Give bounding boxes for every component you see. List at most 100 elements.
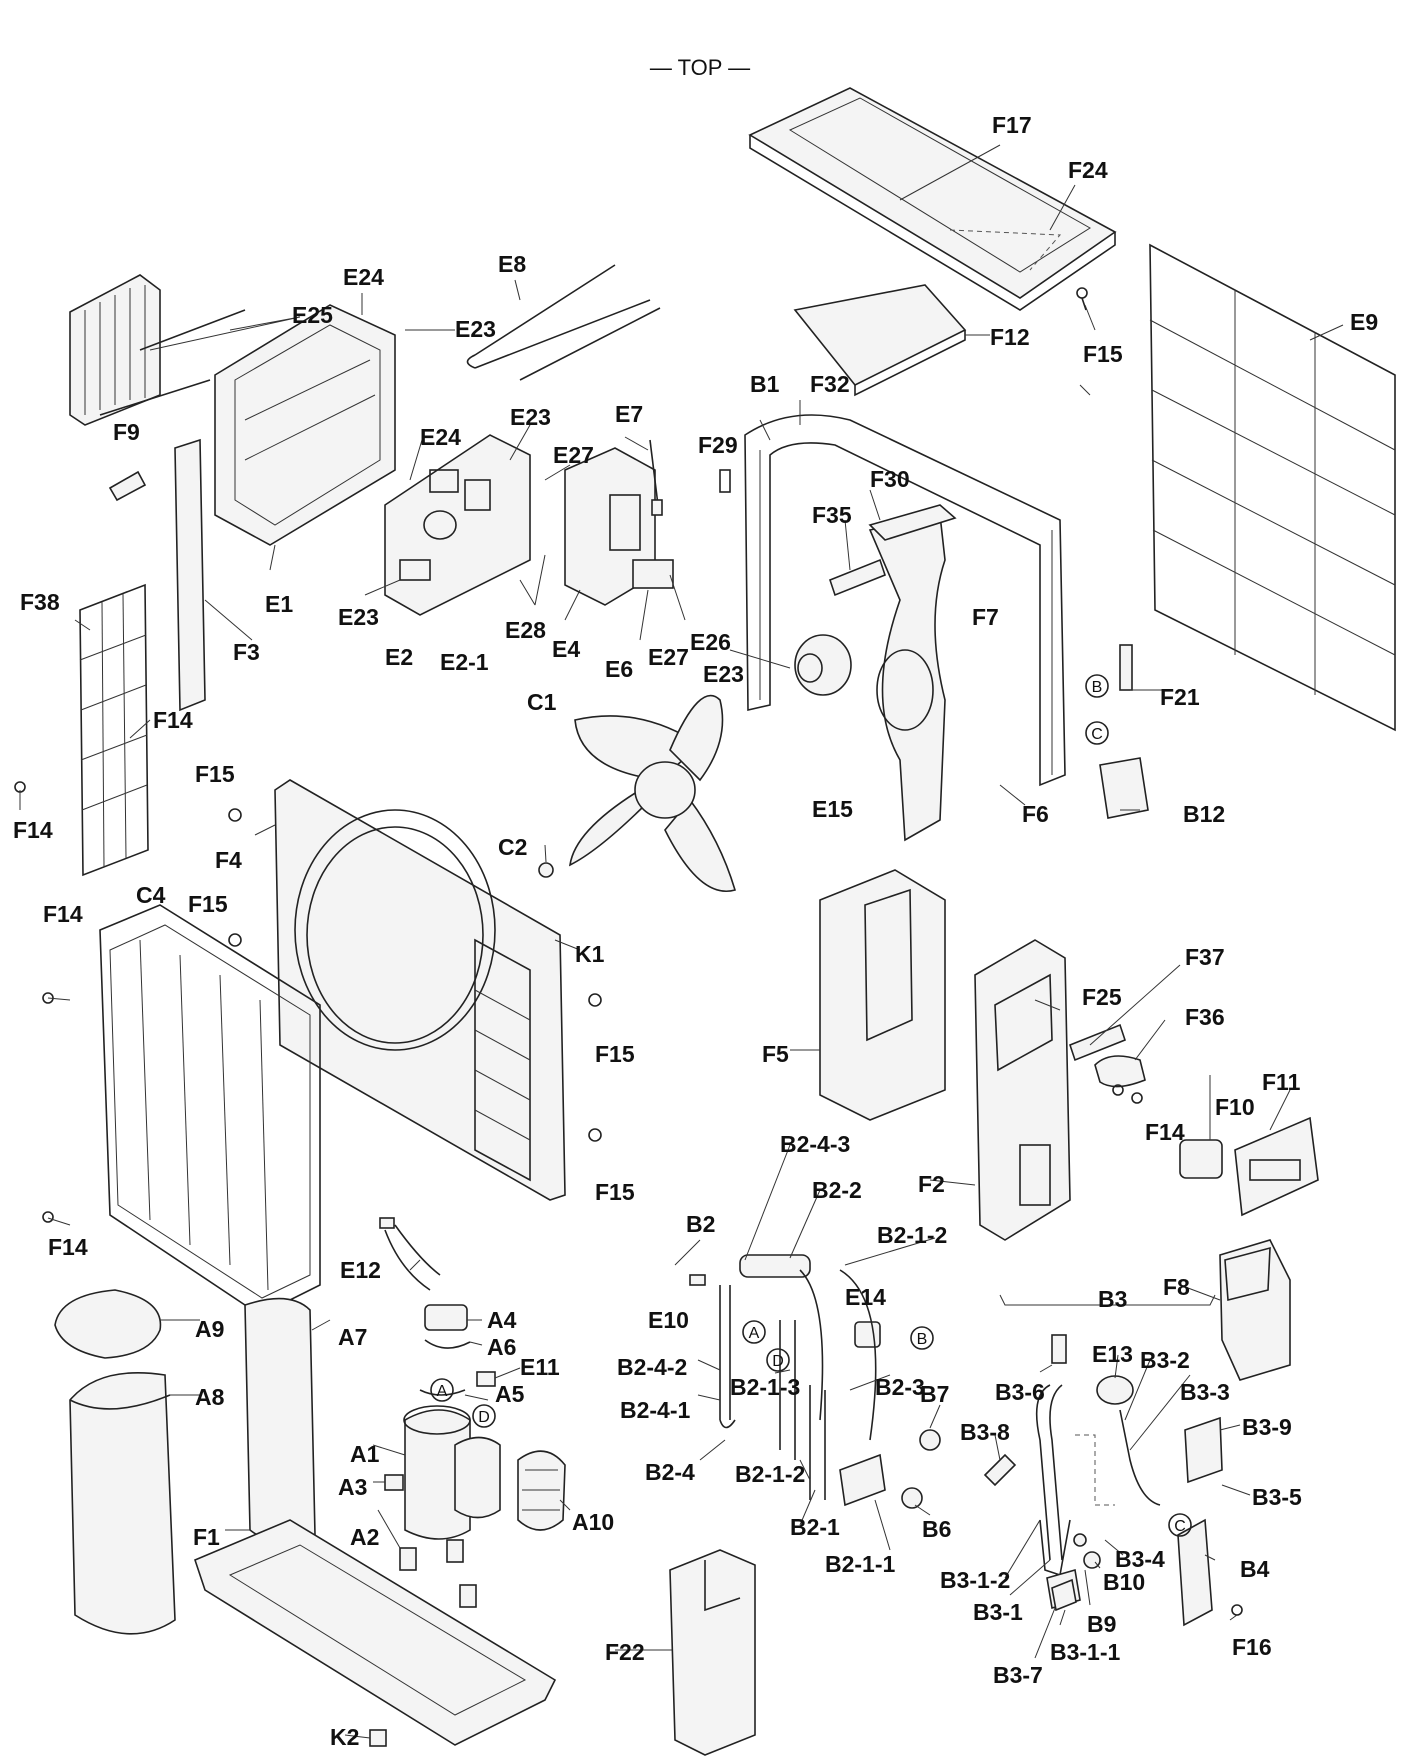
- circle-marker-a1: A: [742, 1320, 766, 1344]
- label-f16: F16: [1232, 1634, 1272, 1660]
- label-k1: K1: [575, 941, 605, 967]
- label-b3-5: B3-5: [1252, 1484, 1302, 1510]
- label-b3-8: B3-8: [960, 1419, 1010, 1445]
- fan-motor-e15: [794, 634, 852, 696]
- label-f24: F24: [1068, 157, 1108, 183]
- screw-f14-d: [1112, 1084, 1143, 1104]
- label-f25: F25: [1082, 984, 1122, 1010]
- screw-f16: [1231, 1604, 1243, 1616]
- nut-c2: [538, 862, 554, 878]
- svg-text:C: C: [1174, 1518, 1186, 1535]
- clip-a6: [424, 1339, 471, 1349]
- base-f1: [194, 1519, 557, 1746]
- bracket-b3-1: [1051, 1578, 1077, 1612]
- label-a4: A4: [487, 1307, 517, 1333]
- label-a5: A5: [495, 1381, 525, 1407]
- screw-f15-d: [588, 1128, 602, 1142]
- label-e13: E13: [1092, 1341, 1133, 1367]
- part-e10: [689, 1274, 706, 1286]
- label-f14-b: F14: [13, 817, 53, 843]
- label-b3-2: B3-2: [1140, 1347, 1190, 1373]
- nut-b6: [901, 1487, 923, 1509]
- label-e23-b: E23: [510, 404, 551, 430]
- label-b3-1: B3-1: [973, 1599, 1023, 1625]
- label-b7: B7: [920, 1381, 949, 1407]
- panel-f5: [819, 869, 946, 1121]
- svg-text:B: B: [1092, 679, 1103, 696]
- screw-f15-a: [228, 808, 242, 822]
- label-b2-2: B2-2: [812, 1177, 862, 1203]
- gasket-a5: [419, 1389, 466, 1396]
- cover-f11: [1234, 1116, 1319, 1217]
- label-f15-c: F15: [595, 1041, 635, 1067]
- label-e12: E12: [340, 1257, 381, 1283]
- label-f29: F29: [698, 432, 738, 458]
- label-b2-4-3: B2-4-3: [780, 1131, 850, 1157]
- part-f10: [1179, 1139, 1223, 1179]
- motor-bracket-f7: [868, 514, 946, 842]
- label-e24-a: E24: [343, 264, 384, 290]
- label-b6: B6: [922, 1516, 951, 1542]
- label-f38: F38: [20, 589, 60, 615]
- clip-f9: [108, 470, 147, 502]
- rear-grille-c4: [99, 904, 321, 1316]
- label-e14: E14: [845, 1284, 886, 1310]
- svg-text:A: A: [437, 1383, 448, 1400]
- label-e2-1: E2-1: [440, 649, 489, 675]
- label-f17: F17: [992, 112, 1032, 138]
- label-e2: E2: [385, 644, 413, 670]
- label-b2-1-3: B2-1-3: [730, 1374, 800, 1400]
- f30-top: [868, 504, 957, 541]
- label-b3-9: B3-9: [1242, 1414, 1292, 1440]
- part-e14: [854, 1321, 881, 1348]
- label-f22: F22: [605, 1639, 645, 1665]
- svg-text:D: D: [772, 1353, 784, 1370]
- label-f4: F4: [215, 847, 242, 873]
- label-f12: F12: [990, 324, 1030, 350]
- label-a1: A1: [350, 1441, 380, 1467]
- circle-marker-b1: B: [1085, 674, 1109, 698]
- bracket-b4: [1177, 1518, 1213, 1627]
- coil-b1: [744, 414, 1066, 787]
- label-b2-4-1: B2-4-1: [620, 1397, 691, 1423]
- label-c4: C4: [136, 882, 166, 908]
- label-b3: B3: [1098, 1286, 1127, 1312]
- label-f15-d: F15: [595, 1179, 635, 1205]
- part-e11: [476, 1371, 496, 1387]
- screw-f15-b: [228, 933, 242, 947]
- cover-b12: [1099, 757, 1149, 819]
- label-f9: F9: [113, 419, 140, 445]
- pcb-e2: [384, 434, 531, 616]
- label-f7: F7: [972, 604, 999, 630]
- cushion-a2: [399, 1539, 477, 1608]
- label-b3-7: B3-7: [993, 1662, 1043, 1688]
- label-f15-a: F15: [195, 761, 235, 787]
- cover-a10: [517, 1450, 566, 1531]
- label-a3: A3: [338, 1474, 367, 1500]
- label-b2-1-1: B2-1-1: [825, 1551, 896, 1577]
- svg-text:D: D: [478, 1409, 490, 1426]
- label-e26: E26: [690, 629, 731, 655]
- bracket-f35: [829, 558, 886, 597]
- label-a10: A10: [572, 1509, 614, 1535]
- bracket-f37: [1069, 1023, 1126, 1062]
- label-f11: F11: [1262, 1069, 1301, 1095]
- circle-marker-d2: D: [472, 1404, 496, 1428]
- propeller-fan-c1: [568, 694, 736, 892]
- top-panel-f17: [748, 87, 1117, 311]
- label-k2: K2: [330, 1724, 359, 1750]
- label-e23-a: E23: [455, 316, 496, 342]
- label-f10: F10: [1215, 1094, 1255, 1120]
- circle-marker-c2: C: [1168, 1513, 1192, 1537]
- label-e1: E1: [265, 591, 293, 617]
- screw-f14-e: [42, 1211, 54, 1223]
- label-a2: A2: [350, 1524, 379, 1550]
- label-e27-b: E27: [648, 644, 689, 670]
- label-f5: F5: [762, 1041, 789, 1067]
- label-f14-d: F14: [1145, 1119, 1185, 1145]
- label-a7: A7: [338, 1324, 367, 1350]
- top-orientation-label: — TOP —: [650, 55, 750, 80]
- cover-a9: [54, 1289, 162, 1359]
- wire-guard-e9: [1149, 243, 1396, 732]
- cover-a4: [424, 1304, 468, 1331]
